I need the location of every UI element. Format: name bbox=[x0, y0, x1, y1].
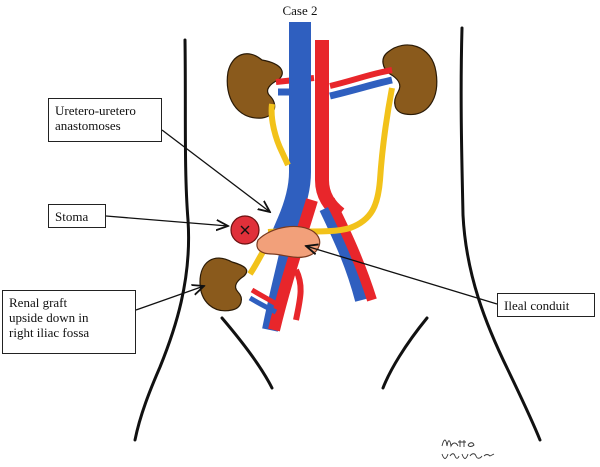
artist-signature bbox=[441, 439, 495, 459]
torso-outline bbox=[133, 26, 542, 442]
graft-arrow bbox=[135, 286, 204, 311]
label-graft-line1: Renal graft bbox=[9, 295, 68, 310]
label-stoma: Stoma bbox=[48, 204, 106, 228]
graft-kidney bbox=[199, 257, 248, 312]
vena-cava bbox=[271, 22, 311, 241]
uretero-arrow bbox=[161, 129, 270, 212]
label-uretero-anastomoses: Uretero-uretero anastomoses bbox=[48, 98, 162, 142]
ureter-native-right bbox=[268, 103, 291, 167]
ileal-arrow bbox=[306, 246, 498, 305]
stoma-arrow bbox=[105, 215, 228, 226]
label-renal-graft: Renal graft upside down in right iliac f… bbox=[2, 290, 136, 354]
ileal-conduit bbox=[256, 225, 321, 258]
label-ileal-conduit: Ileal conduit bbox=[497, 293, 595, 317]
label-graft-line3: right iliac fossa bbox=[9, 325, 90, 340]
label-graft-line2: upside down in bbox=[9, 310, 89, 325]
figure-title: Case 2 bbox=[282, 3, 318, 18]
aorta bbox=[315, 40, 345, 220]
label-uretero-line2: anastomoses bbox=[55, 118, 121, 133]
label-uretero-line1: Uretero-uretero bbox=[55, 103, 136, 118]
